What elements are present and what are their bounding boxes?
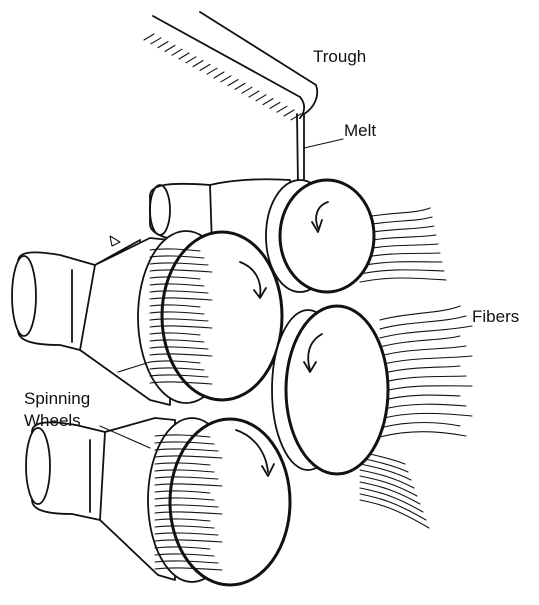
fiber-streak	[380, 386, 472, 392]
trough-hatch-line	[277, 106, 287, 112]
fiber-streak	[380, 413, 472, 419]
spinning-wheels-label-line1: Spinning	[24, 389, 90, 408]
small-arrowhead-mark	[110, 236, 120, 246]
fiber-streak	[380, 316, 466, 329]
trough-hatch-line	[151, 38, 161, 44]
trough-hatch-line	[256, 95, 266, 101]
fibers-label: Fibers	[472, 307, 519, 326]
upper-left-spinning-wheel	[12, 231, 282, 405]
trough-hatch-line	[207, 68, 217, 74]
trough-hatch-line	[200, 64, 210, 70]
trough-hatch-line	[235, 83, 245, 89]
fiber-streak	[380, 376, 466, 383]
trough-hatch-line	[214, 72, 224, 78]
fiber-streak	[360, 470, 414, 488]
trough-hatch-line	[284, 110, 294, 116]
right-middle-spinning-wheel	[272, 306, 388, 474]
fiber-streaks-lower	[360, 452, 429, 528]
fiber-streak	[380, 356, 472, 365]
trough-hatching	[144, 34, 301, 120]
trough-hatch-line	[270, 102, 280, 108]
fiber-streak	[380, 423, 460, 429]
fiber-streak	[380, 432, 466, 437]
spinning-wheels-label-line2: Wheels	[24, 411, 81, 430]
trough-hatch-line	[158, 42, 168, 48]
trough-hatch-line	[228, 80, 238, 86]
fiber-streak	[380, 366, 460, 374]
fiber-streak	[380, 306, 460, 320]
trough-label: Trough	[313, 47, 366, 66]
trough-hatch-line	[144, 34, 154, 40]
fiber-streak	[380, 404, 466, 410]
trough-hatch-line	[179, 53, 189, 59]
fiber-streak	[380, 336, 460, 347]
trough-hatch-line	[172, 49, 182, 55]
trough-hatch-line	[263, 99, 273, 105]
fiber-streaks-middle	[380, 306, 472, 437]
trough-hatch-line	[165, 45, 175, 51]
fiber-streak	[380, 346, 466, 356]
trough-hatch-line	[193, 61, 203, 67]
trough	[144, 12, 317, 120]
fiber-streak	[360, 270, 444, 274]
lower-left-spinning-wheel	[26, 418, 290, 585]
fiber-streak	[360, 262, 442, 266]
trough-hatch-line	[291, 114, 301, 120]
melt-label: Melt	[344, 121, 376, 140]
trough-hatch-line	[221, 76, 231, 82]
fiber-streak	[360, 494, 426, 520]
trough-hatch-line	[242, 87, 252, 93]
fiber-streak	[380, 395, 460, 401]
fiber-streak	[360, 278, 446, 282]
trough-hatch-line	[186, 57, 196, 63]
trough-hatch-line	[249, 91, 259, 97]
